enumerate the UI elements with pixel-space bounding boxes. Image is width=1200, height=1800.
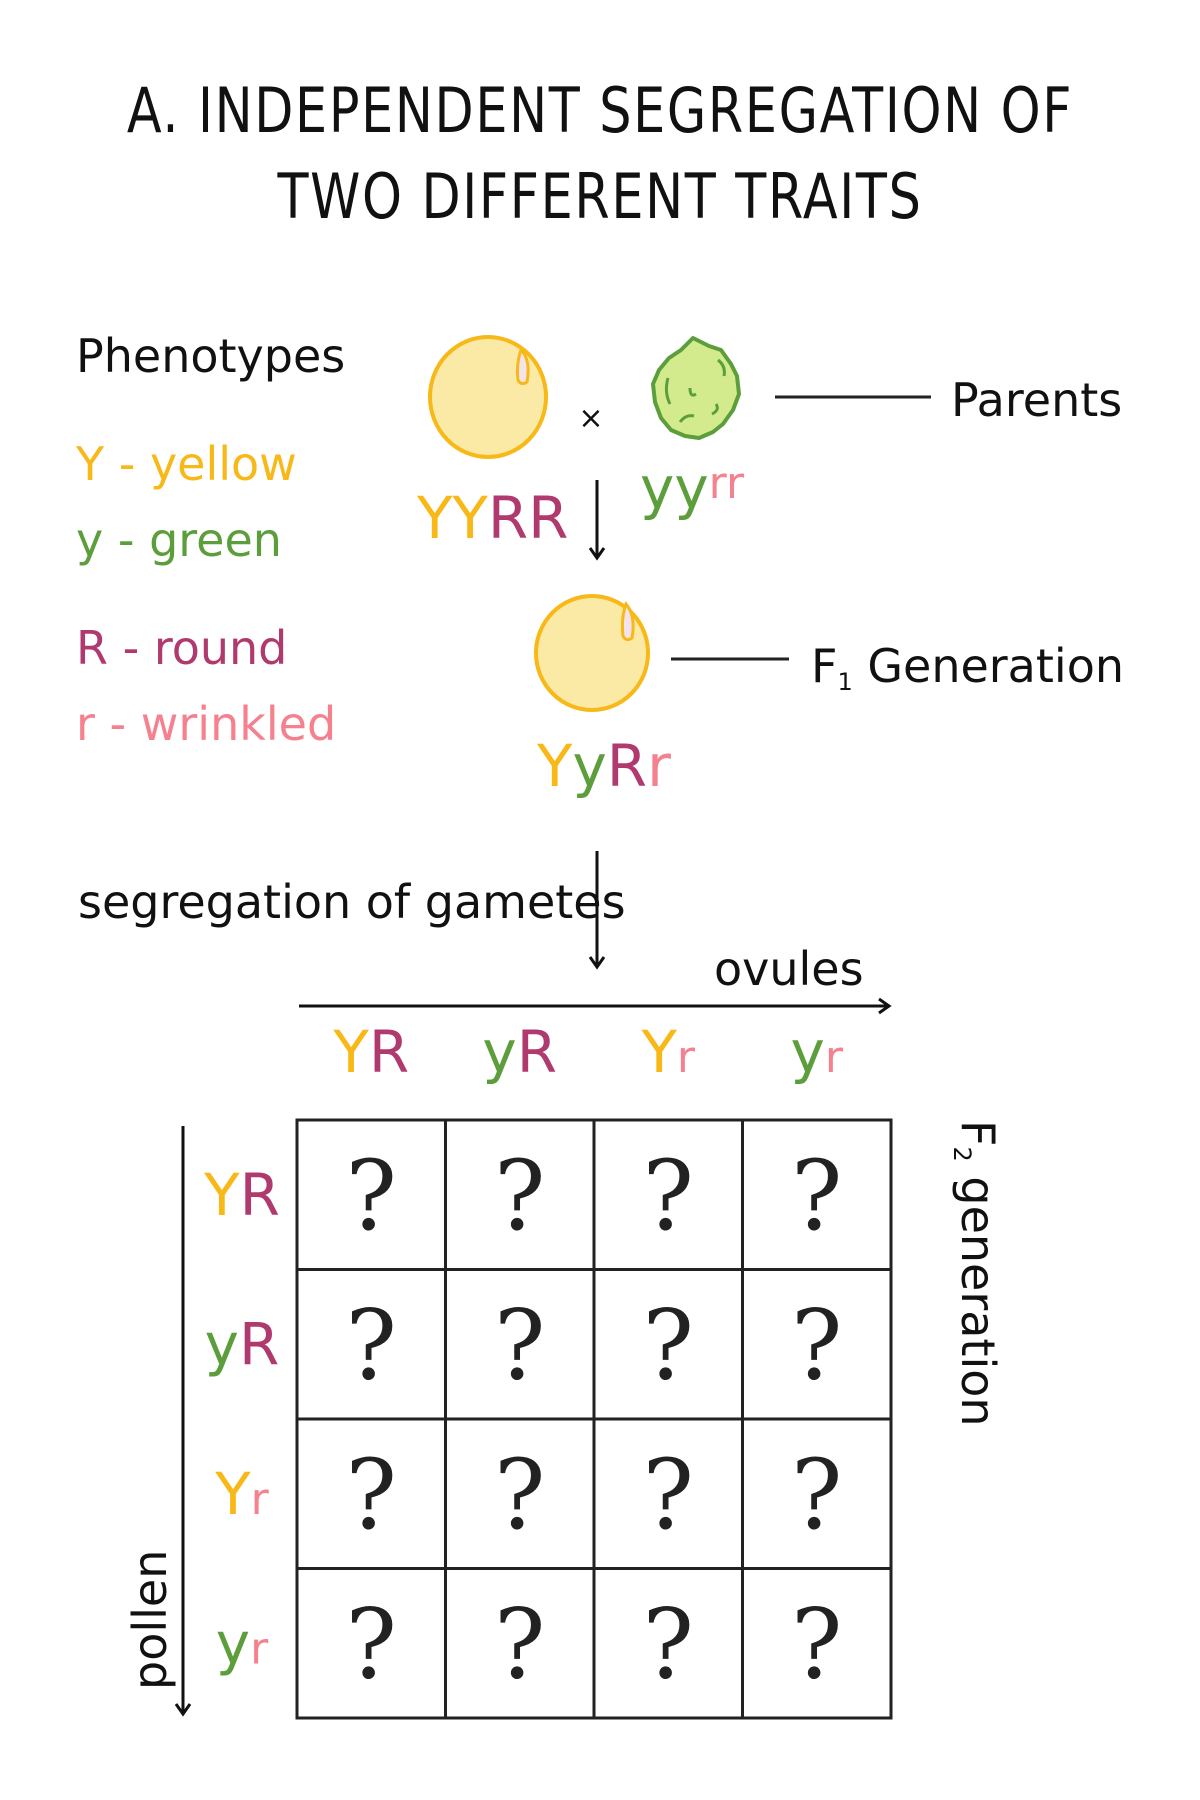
unknown-genotype-mark: ? — [346, 1439, 397, 1551]
unknown-genotype-mark: ? — [346, 1140, 397, 1252]
unknown-genotype-mark: ? — [791, 1588, 842, 1700]
parent1-color-alleles: YY — [416, 484, 488, 552]
f2-label-letter: F — [951, 1120, 1005, 1146]
legend-round-separator: - — [108, 621, 154, 675]
f1-allele-r: r — [647, 732, 671, 800]
pollen-shape-allele: R — [239, 1310, 279, 1378]
legend-wrinkled-allele: r — [76, 697, 95, 751]
parent1-genotype: YYRR — [416, 484, 568, 552]
legend-yellow: Y - yellow — [75, 437, 297, 491]
legend-round-trait: round — [154, 621, 288, 675]
ovules-label: ovules — [714, 942, 864, 996]
pollen-gamete-4: yr — [216, 1609, 269, 1677]
ovule-gamete-4: yr — [791, 1018, 844, 1086]
unknown-genotype-mark: ? — [494, 1439, 545, 1551]
f1-genotype: YyRr — [536, 732, 671, 800]
cross-symbol: × — [578, 401, 603, 436]
ovule-shape-allele: R — [369, 1018, 409, 1086]
green-wrinkled-seed-icon — [651, 336, 741, 440]
legend-wrinkled-separator: - — [95, 697, 141, 751]
f2-label-subscript: 2 — [948, 1146, 976, 1161]
pollen-gamete-2: yR — [205, 1310, 280, 1378]
unknown-genotype-mark: ? — [791, 1439, 842, 1551]
parent1-shape-alleles: RR — [488, 484, 569, 552]
f1-generation-label: F1 Generation — [811, 639, 1124, 696]
ovule-shape-allele: R — [517, 1018, 557, 1086]
punnett-cell-4-4 — [741, 1567, 893, 1720]
ovule-gamete-2: yR — [482, 1018, 557, 1086]
f1-seed-icon — [534, 594, 650, 712]
ovule-shape-allele: r — [825, 1032, 844, 1083]
parent2-genotype: yyrr — [640, 454, 745, 522]
ovule-gamete-3: Yr — [640, 1018, 695, 1086]
pollen-gamete-1: YR — [203, 1161, 280, 1229]
pollen-gamete-3: Yr — [214, 1460, 269, 1528]
legend-round: R - round — [76, 621, 287, 675]
f1-allele-y: y — [572, 732, 606, 800]
ovule-color-allele: Y — [640, 1018, 677, 1086]
ovule-color-allele: y — [791, 1018, 825, 1086]
pollen-color-allele: y — [216, 1609, 250, 1677]
f2-label-text: generation — [951, 1162, 1005, 1427]
unknown-genotype-mark: ? — [494, 1588, 545, 1700]
pollen-color-allele: y — [205, 1310, 239, 1378]
phenotype-legend: Phenotypes Y - yellow y - green R - roun… — [75, 329, 345, 751]
unknown-genotype-mark: ? — [494, 1289, 545, 1401]
unknown-genotype-mark: ? — [643, 1289, 694, 1401]
unknown-genotype-mark: ? — [643, 1588, 694, 1700]
segregation-label: segregation of gametes — [78, 875, 626, 929]
parent2-shape-alleles: rr — [709, 458, 745, 509]
segregation-down-arrow-icon — [588, 851, 606, 970]
legend-green-separator: - — [103, 513, 149, 567]
unknown-genotype-mark: ? — [643, 1140, 694, 1252]
legend-round-allele: R — [76, 621, 108, 675]
f2-generation-label: F2 generation — [948, 1120, 1005, 1427]
legend-yellow-separator: - — [104, 437, 150, 491]
legend-green-allele: y — [76, 513, 103, 567]
unknown-genotype-mark: ? — [346, 1289, 397, 1401]
punnett-square: ???????????????? — [295, 1118, 893, 1720]
pollen-color-allele: Y — [214, 1460, 251, 1528]
ovules-right-arrow-icon — [299, 997, 892, 1015]
unknown-genotype-mark: ? — [494, 1140, 545, 1252]
legend-green-trait: green — [149, 513, 282, 567]
legend-green: y - green — [76, 513, 282, 567]
legend-yellow-allele: Y — [75, 437, 105, 491]
unknown-genotype-mark: ? — [791, 1140, 842, 1252]
ovule-shape-allele: r — [677, 1032, 696, 1083]
phenotypes-heading: Phenotypes — [76, 329, 345, 383]
pollen-shape-allele: R — [240, 1161, 280, 1229]
f1-label-letter: F — [811, 639, 837, 693]
title-line-1: A. INDEPENDENT SEGREGATION OF — [127, 75, 1073, 147]
f1-allele-Y: Y — [536, 732, 573, 800]
pollen-down-arrow-icon — [174, 1126, 192, 1717]
ovule-gamete-1: YR — [332, 1018, 409, 1086]
pollen-color-allele: Y — [203, 1161, 240, 1229]
ovule-color-allele: y — [482, 1018, 516, 1086]
legend-yellow-trait: yellow — [150, 437, 297, 491]
ovule-color-allele: Y — [332, 1018, 369, 1086]
legend-wrinkled: r - wrinkled — [76, 697, 336, 751]
pollen-shape-allele: r — [250, 1623, 269, 1674]
parents-label: Parents — [951, 373, 1122, 427]
pollen-shape-allele: r — [251, 1474, 270, 1525]
pollen-label: pollen — [123, 1550, 177, 1690]
cross-down-arrow-icon — [588, 480, 606, 561]
unknown-genotype-mark: ? — [346, 1588, 397, 1700]
unknown-genotype-mark: ? — [791, 1289, 842, 1401]
title-line-2: TWO DIFFERENT TRAITS — [277, 161, 923, 233]
f1-allele-R: R — [607, 732, 647, 800]
yellow-round-seed-icon — [428, 335, 548, 459]
parent2-color-alleles: yy — [640, 454, 709, 522]
legend-wrinkled-trait: wrinkled — [141, 697, 336, 751]
f1-label-text: Generation — [853, 639, 1124, 693]
unknown-genotype-mark: ? — [643, 1439, 694, 1551]
f1-label-subscript: 1 — [837, 668, 852, 696]
